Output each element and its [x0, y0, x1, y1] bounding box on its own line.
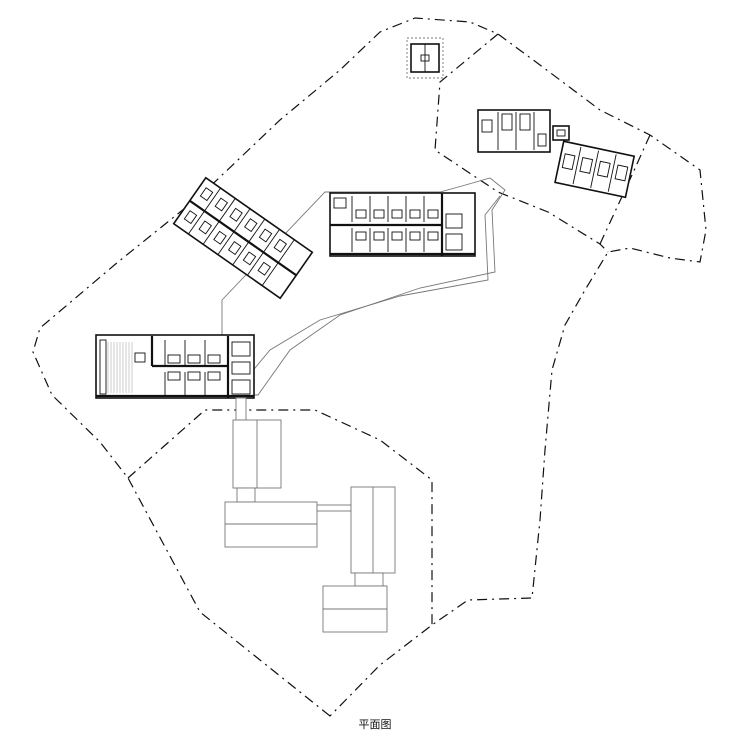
pavilion [406, 37, 444, 79]
northeast-zone-divider [599, 134, 651, 245]
circulation-path [221, 177, 506, 396]
building-d [477, 109, 570, 153]
site-boundary [32, 17, 707, 717]
stair-hatch [107, 342, 133, 393]
south-buildings [224, 419, 396, 633]
south-zone-boundary [127, 409, 433, 625]
building-a [95, 334, 255, 399]
circulation-path-inner [244, 195, 501, 381]
building-c [329, 192, 476, 257]
building-b [172, 176, 314, 300]
connector-a [235, 397, 247, 421]
plan-caption: 平面图 [358, 718, 392, 731]
building-e [554, 140, 636, 199]
